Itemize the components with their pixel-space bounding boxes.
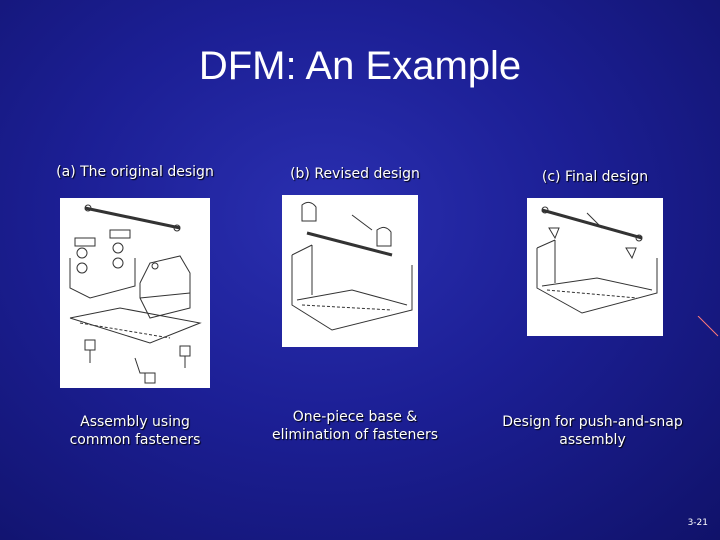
caption-final-line1: Design for push-and-snap (502, 414, 683, 430)
caption-revised-line2: elimination of fasteners (271, 427, 439, 443)
decorative-line (697, 316, 719, 337)
heading-revised-design: (b) Revised design (290, 166, 420, 182)
slide-number: 3-21 (687, 518, 708, 528)
caption-original-design: Assembly using common fasteners (45, 413, 225, 449)
revised-design-drawing (282, 195, 418, 347)
caption-final-line2: assembly (559, 432, 626, 448)
slide-title: DFM: An Example (198, 44, 522, 88)
original-design-drawing (60, 198, 210, 388)
caption-revised-design: One-piece base & elimination of fastener… (255, 408, 455, 444)
final-design-drawing (527, 198, 663, 336)
heading-final-design: (c) Final design (541, 169, 649, 185)
caption-original-line2: common fasteners (69, 432, 201, 448)
caption-revised-line1: One-piece base & (292, 409, 418, 425)
heading-original-design: (a) The original design (56, 164, 214, 180)
caption-final-design: Design for push-and-snap assembly (485, 413, 700, 449)
caption-original-line1: Assembly using (80, 414, 190, 430)
